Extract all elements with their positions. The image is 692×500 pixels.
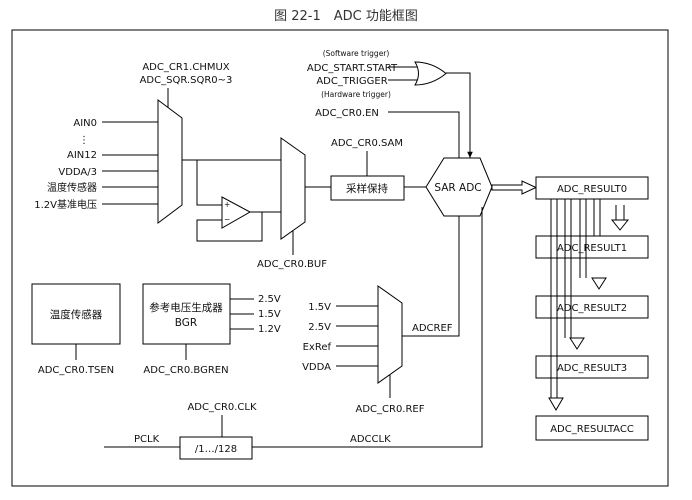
buf-control-label: ADC_CR0.BUF bbox=[257, 259, 327, 270]
result-register-1 bbox=[535, 235, 649, 259]
mux-select-label-2: ADC_SQR.SQR0~3 bbox=[140, 75, 233, 86]
sar-adc-label: SAR ADC bbox=[434, 182, 481, 194]
temp-sensor-label: 温度传感器 bbox=[50, 308, 103, 321]
bgren-control: ADC_CR0.BGREN bbox=[143, 365, 228, 376]
adcclk-label: ADCCLK bbox=[350, 434, 391, 445]
ref-input-exref: ExRef bbox=[303, 342, 332, 353]
sample-hold-control: ADC_CR0.SAM bbox=[331, 138, 403, 149]
tsen-control: ADC_CR0.TSEN bbox=[38, 365, 114, 376]
adcref-label: ADCREF bbox=[412, 323, 453, 334]
temp-sensor-block bbox=[31, 283, 121, 345]
software-trigger-note: (Software trigger) bbox=[323, 49, 390, 58]
input-temp-sensor: 温度传感器 bbox=[47, 181, 97, 194]
result-label-acc: ADC_RESULTACC bbox=[550, 424, 634, 435]
wire-enable-to-sar bbox=[388, 111, 460, 158]
opamp-plus: + bbox=[224, 200, 230, 209]
input-vdda3: VDDA/3 bbox=[58, 167, 97, 178]
bgr-output-1v5: 1.5V bbox=[258, 309, 281, 320]
ref-input-1v5: 1.5V bbox=[308, 302, 331, 313]
result-transfer-lines bbox=[550, 199, 625, 398]
wire-adcclk-to-sar bbox=[252, 207, 483, 448]
clock-control-label: ADC_CR0.CLK bbox=[187, 402, 257, 413]
ref-control-label: ADC_CR0.REF bbox=[355, 404, 424, 415]
input-ain0: AIN0 bbox=[73, 118, 97, 129]
enable-register: ADC_CR0.EN bbox=[315, 108, 379, 119]
wire-mux-to-opamp bbox=[196, 160, 222, 206]
ref-input-2v5: 2.5V bbox=[308, 322, 331, 333]
wire-opamp-feedback bbox=[196, 212, 263, 242]
wire-or-to-sar bbox=[446, 72, 473, 158]
wire-ref-to-sar bbox=[402, 216, 460, 337]
ref-input-vdda: VDDA bbox=[302, 362, 331, 373]
sample-hold-label: 采样保持 bbox=[346, 182, 388, 195]
figure-title: 图 22-1 ADC 功能框图 bbox=[274, 9, 418, 24]
start-register: ADC_START.START bbox=[307, 63, 398, 74]
reference-mux bbox=[377, 285, 403, 384]
mux-select-label-1: ADC_CR1.CHMUX bbox=[142, 62, 229, 73]
channel-mux bbox=[157, 99, 183, 224]
pclk-label: PCLK bbox=[134, 434, 160, 445]
hardware-trigger-note: (Hardware trigger) bbox=[321, 90, 391, 99]
buffer-select-mux bbox=[280, 137, 306, 240]
trigger-register: ADC_TRIGGER bbox=[316, 76, 387, 87]
input-ain12: AIN12 bbox=[67, 150, 97, 161]
result-register-0 bbox=[535, 176, 649, 200]
result-label-0: ADC_RESULT0 bbox=[557, 184, 627, 195]
opamp-minus: − bbox=[224, 215, 230, 224]
outer-frame bbox=[11, 29, 669, 487]
result-label-2: ADC_RESULT2 bbox=[557, 303, 627, 314]
result-register-acc bbox=[535, 415, 649, 441]
input-1v2-ref: 1.2V基准电压 bbox=[34, 198, 97, 211]
bgr-block bbox=[142, 283, 231, 345]
clock-divider-block bbox=[179, 436, 253, 460]
bgr-label-2: BGR bbox=[175, 317, 197, 329]
input-dots: ⋮ bbox=[79, 135, 89, 146]
bgr-label-1: 参考电压生成器 bbox=[149, 301, 223, 314]
result-transfer-arrowheads bbox=[548, 219, 630, 411]
bgr-output-1v2: 1.2V bbox=[258, 324, 281, 335]
result-register-3 bbox=[535, 355, 649, 379]
sar-to-result-arrow bbox=[491, 180, 538, 195]
result-register-2 bbox=[535, 295, 649, 319]
bgr-output-2v5: 2.5V bbox=[258, 294, 281, 305]
or-gate bbox=[414, 61, 447, 86]
buffer-opamp bbox=[221, 196, 252, 229]
result-label-1: ADC_RESULT1 bbox=[557, 243, 627, 254]
result-label-3: ADC_RESULT3 bbox=[557, 363, 627, 374]
clock-divider-label: /1…/128 bbox=[195, 444, 237, 455]
